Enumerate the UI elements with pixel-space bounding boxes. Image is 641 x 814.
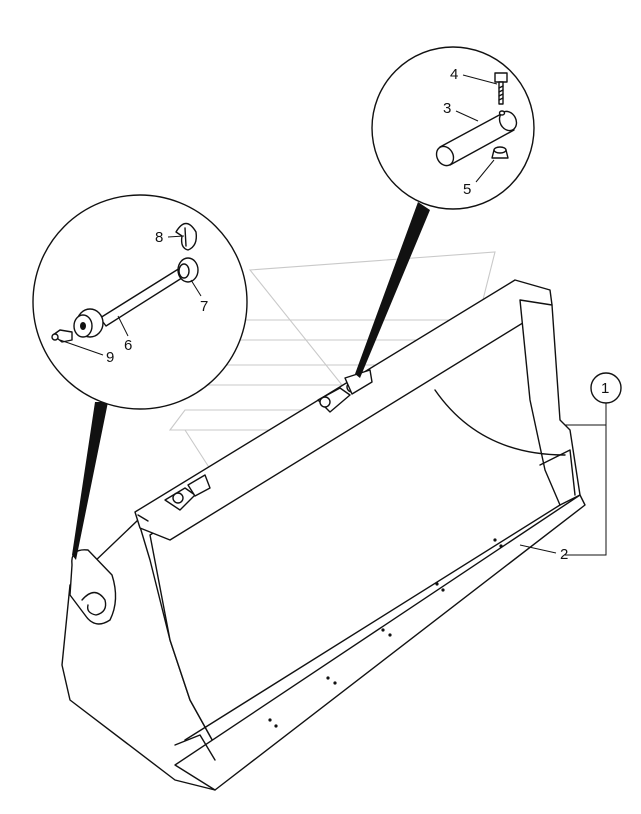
hinge-bracket-right [317, 369, 373, 413]
callout-1: 1 [601, 380, 609, 397]
grease-nipple-part-9 [52, 329, 73, 343]
hinge-bracket-left [164, 474, 211, 511]
bucket-cutting-edge [174, 494, 586, 791]
loader-bucket [61, 279, 586, 791]
detail-circle-pivot-pin [371, 46, 535, 210]
detail-leader-right [355, 202, 430, 378]
callout-6: 6 [124, 337, 132, 354]
callout-5: 5 [463, 181, 471, 198]
callout-9: 9 [106, 349, 114, 366]
bolt-part-4 [494, 72, 508, 83]
callout-8: 8 [155, 229, 163, 246]
detail-circle-pin-assembly [32, 194, 248, 410]
callout-4: 4 [450, 66, 458, 83]
callout-3: 3 [443, 100, 451, 117]
callout-7: 7 [200, 298, 208, 315]
detail-leader-left [72, 402, 108, 560]
cutting-edge-bolts [268, 538, 503, 728]
callout-2: 2 [560, 546, 568, 563]
callout-leaders [59, 74, 622, 556]
